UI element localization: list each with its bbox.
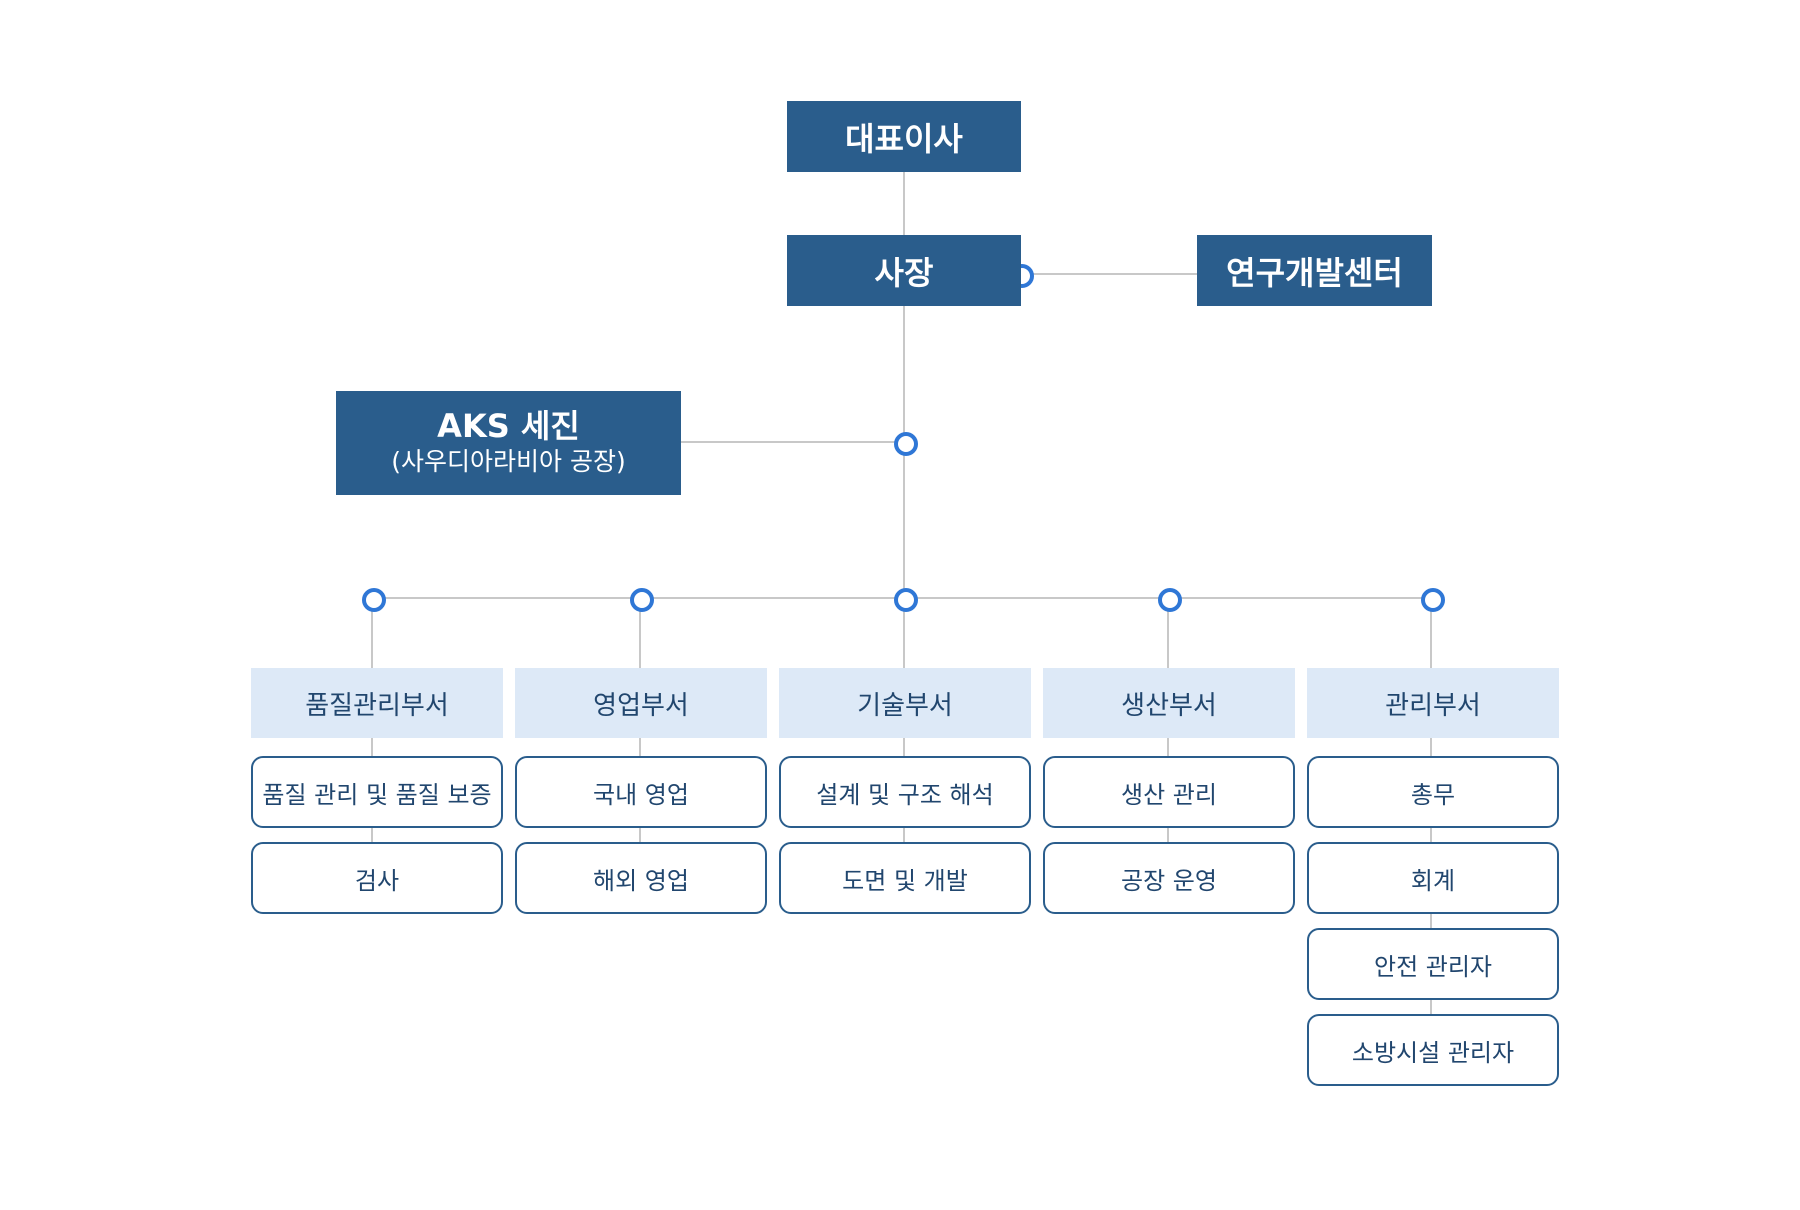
junction-dot-aks bbox=[894, 432, 918, 456]
junction-dot-dept-1 bbox=[362, 588, 386, 612]
duty-accounting: 회계 bbox=[1307, 842, 1559, 914]
duty-production-management: 생산 관리 bbox=[1043, 756, 1295, 828]
duty-fire-facility-manager: 소방시설 관리자 bbox=[1307, 1014, 1559, 1086]
duty-factory-operation: 공장 운영 bbox=[1043, 842, 1295, 914]
duty-design-analysis: 설계 및 구조 해석 bbox=[779, 756, 1031, 828]
junction-dot-dept-4 bbox=[1158, 588, 1182, 612]
president-label: 사장 bbox=[874, 253, 934, 292]
aks-subtitle: (사우디아라비아 공장) bbox=[391, 447, 626, 476]
junction-dot-dept-3 bbox=[894, 588, 918, 612]
rnd-center-box: 연구개발센터 bbox=[1197, 235, 1432, 306]
duty-label: 소방시설 관리자 bbox=[1351, 1038, 1515, 1067]
aks-title: AKS 세진 bbox=[437, 407, 580, 445]
junction-dot-dept-2 bbox=[630, 588, 654, 612]
ceo-label: 대표이사 bbox=[845, 119, 963, 158]
dept-header-management: 관리부서 bbox=[1307, 668, 1559, 738]
duty-label: 해외 영업 bbox=[593, 866, 689, 895]
duty-inspection: 검사 bbox=[251, 842, 503, 914]
duty-safety-manager: 안전 관리자 bbox=[1307, 928, 1559, 1000]
duty-label: 생산 관리 bbox=[1121, 780, 1217, 809]
dept-header-technical: 기술부서 bbox=[779, 668, 1031, 738]
duty-drawing-development: 도면 및 개발 bbox=[779, 842, 1031, 914]
duty-domestic-sales: 국내 영업 bbox=[515, 756, 767, 828]
dept-label: 생산부서 bbox=[1121, 690, 1217, 721]
duty-label: 국내 영업 bbox=[593, 780, 689, 809]
dept-header-quality: 품질관리부서 bbox=[251, 668, 503, 738]
duty-general-affairs: 총무 bbox=[1307, 756, 1559, 828]
duty-quality-assurance: 품질 관리 및 품질 보증 bbox=[251, 756, 503, 828]
duty-label: 도면 및 개발 bbox=[842, 866, 968, 895]
dept-label: 관리부서 bbox=[1385, 690, 1481, 721]
dept-label: 기술부서 bbox=[857, 690, 953, 721]
duty-label: 공장 운영 bbox=[1121, 866, 1217, 895]
dept-label: 품질관리부서 bbox=[305, 690, 449, 721]
dept-header-sales: 영업부서 bbox=[515, 668, 767, 738]
duty-overseas-sales: 해외 영업 bbox=[515, 842, 767, 914]
rnd-center-label: 연구개발센터 bbox=[1226, 253, 1403, 292]
duty-label: 안전 관리자 bbox=[1373, 952, 1493, 981]
duty-label: 검사 bbox=[354, 866, 400, 895]
president-box: 사장 bbox=[787, 235, 1021, 306]
duty-label: 품질 관리 및 품질 보증 bbox=[262, 780, 492, 809]
duty-label: 회계 bbox=[1410, 866, 1456, 895]
aks-sejin-box: AKS 세진 (사우디아라비아 공장) bbox=[336, 391, 681, 495]
dept-label: 영업부서 bbox=[593, 690, 689, 721]
duty-label: 총무 bbox=[1410, 780, 1456, 809]
ceo-box: 대표이사 bbox=[787, 101, 1021, 172]
junction-dot-dept-5 bbox=[1421, 588, 1445, 612]
dept-header-production: 생산부서 bbox=[1043, 668, 1295, 738]
duty-label: 설계 및 구조 해석 bbox=[816, 780, 994, 809]
